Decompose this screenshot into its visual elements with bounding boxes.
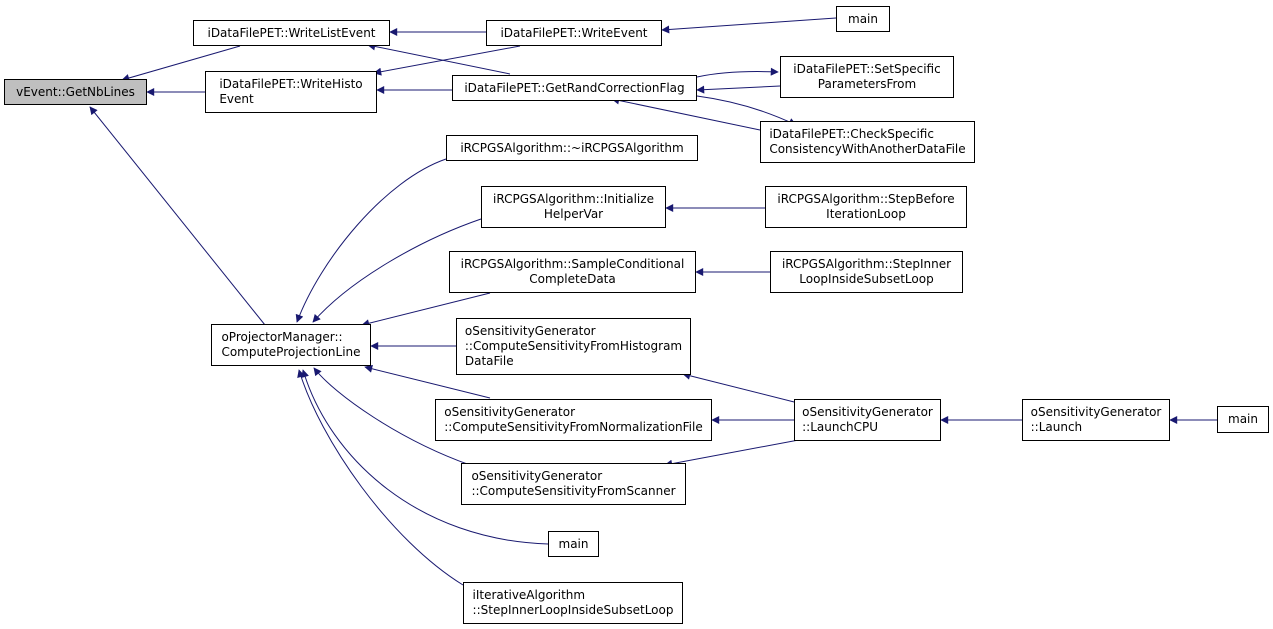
node-label: iRCPGSAlgorithm::Initialize HelperVar — [493, 192, 654, 221]
edge-writelistevent-to-root — [121, 45, 241, 82]
node-label: main — [1228, 412, 1258, 426]
node-label: iDataFilePET::GetRandCorrectionFlag — [464, 80, 685, 95]
edge-getrand-to-checkspecific — [696, 95, 797, 126]
node-label: oSensitivityGenerator ::Launch — [1030, 405, 1162, 434]
node-label: iRCPGSAlgorithm::StepBefore IterationLoo… — [777, 192, 955, 221]
node-label: iRCPGSAlgorithm::SampleConditional Compl… — [460, 257, 685, 286]
node-label: iDataFilePET::SetSpecific ParametersFrom — [793, 62, 941, 91]
node-rcpgs-stepinnerloop[interactable]: iRCPGSAlgorithm::StepInner LoopInsideSub… — [770, 251, 963, 293]
node-sensitivity-fromscanner[interactable]: oSensitivityGenerator ::ComputeSensitivi… — [461, 463, 686, 505]
node-writeevent[interactable]: iDataFilePET::WriteEvent — [486, 20, 662, 46]
node-label: iDataFilePET::WriteListEvent — [207, 25, 376, 40]
edge-sample-to-computeprojection — [361, 292, 491, 328]
node-writelistevent[interactable]: iDataFilePET::WriteListEvent — [193, 20, 390, 46]
edge-setspecific-to-getrand — [696, 85, 781, 94]
node-label: iDataFilePET::WriteHisto Event — [219, 77, 363, 106]
edge-computeprojection-to-root — [89, 106, 266, 326]
node-sensitivity-launchcpu[interactable]: oSensitivityGenerator ::LaunchCPU — [794, 399, 941, 441]
edge-getrand-to-setspecific — [696, 67, 779, 78]
node-label: iIterativeAlgorithm ::StepInnerLoopInsid… — [472, 588, 674, 617]
node-label: iRCPGSAlgorithm::~iRCPGSAlgorithm — [460, 140, 684, 155]
edge-rcpgsdestructor-to-computeprojection — [295, 158, 447, 323]
node-label: oSensitivityGenerator ::LaunchCPU — [802, 405, 933, 434]
edge-writeevent-to-writehisto — [373, 45, 521, 76]
node-label: oProjectorManager:: ComputeProjectionLin… — [221, 330, 361, 359]
node-label: vEvent::GetNbLines — [16, 84, 135, 99]
node-label: oSensitivityGenerator ::ComputeSensitivi… — [471, 469, 676, 498]
edge-iterative-to-computeprojection — [297, 369, 464, 586]
node-label: iDataFilePET::WriteEvent — [500, 25, 648, 40]
node-writehistoevent[interactable]: iDataFilePET::WriteHisto Event — [205, 71, 377, 113]
node-label: iRCPGSAlgorithm::StepInner LoopInsideSub… — [781, 257, 952, 286]
node-setspecificparametersfrom[interactable]: iDataFilePET::SetSpecific ParametersFrom — [780, 56, 954, 98]
node-rcpgs-initializehelpervar[interactable]: iRCPGSAlgorithm::Initialize HelperVar — [481, 186, 666, 228]
node-sensitivity-fromhistogram[interactable]: oSensitivityGenerator ::ComputeSensitivi… — [456, 318, 691, 375]
node-computeprojectionline[interactable]: oProjectorManager:: ComputeProjectionLin… — [211, 324, 371, 366]
node-label: main — [558, 536, 589, 551]
node-rcpgs-stepbeforeiterationloop[interactable]: iRCPGSAlgorithm::StepBefore IterationLoo… — [765, 186, 967, 228]
node-sensitivity-fromnormalization[interactable]: oSensitivityGenerator ::ComputeSensitivi… — [435, 399, 712, 441]
edge-maintop-to-writeevent — [661, 17, 837, 34]
edge-initializehelper-to-computeprojection — [312, 218, 482, 323]
node-main-launch[interactable]: main — [1217, 406, 1269, 433]
edge-getrand-to-writelistevent — [367, 42, 511, 75]
node-label: iDataFilePET::CheckSpecific ConsistencyW… — [769, 127, 966, 156]
node-main-top[interactable]: main — [836, 6, 890, 32]
node-label: main — [848, 11, 878, 26]
edge-sensscanner-to-computeprojection — [313, 367, 471, 466]
edge-checkspecific-to-getrand — [611, 96, 761, 131]
edge-launchcpu-to-senshisto — [682, 371, 811, 407]
node-label: oSensitivityGenerator ::ComputeSensitivi… — [464, 324, 683, 368]
node-sensitivity-launch[interactable]: oSensitivityGenerator ::Launch — [1022, 399, 1170, 441]
edge-sensnorm-to-computeprojection — [364, 364, 491, 399]
node-checkspecificconsistency[interactable]: iDataFilePET::CheckSpecific ConsistencyW… — [760, 121, 975, 163]
node-label: oSensitivityGenerator ::ComputeSensitivi… — [444, 405, 703, 434]
node-rcpgs-destructor[interactable]: iRCPGSAlgorithm::~iRCPGSAlgorithm — [446, 135, 698, 161]
node-rcpgs-sampleconditionalcompletedata[interactable]: iRCPGSAlgorithm::SampleConditional Compl… — [449, 251, 696, 293]
node-getrandcorrectionflag[interactable]: iDataFilePET::GetRandCorrectionFlag — [452, 75, 697, 101]
node-main-mid[interactable]: main — [548, 531, 599, 557]
node-vevent-getnblines: vEvent::GetNbLines — [4, 79, 147, 105]
edge-mainmid-to-computeprojection — [301, 369, 549, 545]
node-iterative-stepinnerloop[interactable]: iIterativeAlgorithm ::StepInnerLoopInsid… — [463, 582, 683, 624]
